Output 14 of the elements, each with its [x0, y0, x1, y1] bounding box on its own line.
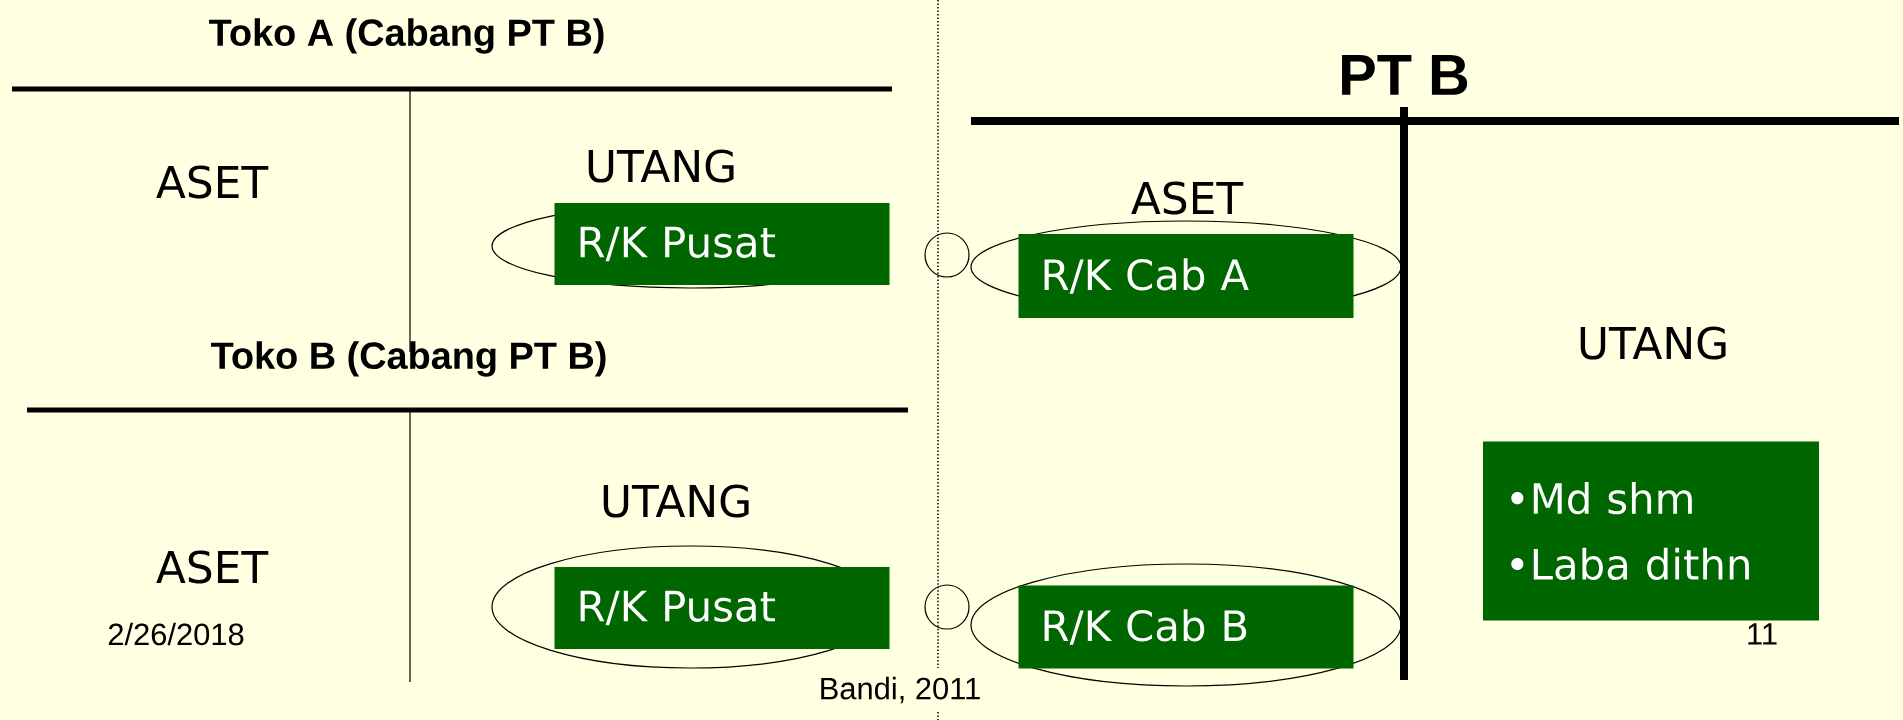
- account-box: R/K Cab B: [1018, 585, 1354, 669]
- footer-text: 2/26/2018: [108, 622, 244, 646]
- heading: Toko B (Cabang PT B): [211, 341, 606, 377]
- account-box: R/K Cab A: [1018, 234, 1354, 318]
- account-box: R/K Pusat: [554, 203, 890, 285]
- heading: PT B: [1342, 55, 1468, 95]
- column-label: UTANG: [1580, 326, 1726, 360]
- column-label: UTANG: [603, 484, 749, 518]
- account-box: •Md shm •Laba dithn: [1483, 441, 1819, 621]
- column-label: ASET: [156, 165, 269, 199]
- footer-text: Bandi, 2011: [821, 676, 980, 704]
- account-box: R/K Pusat: [554, 567, 890, 649]
- column-label: ASET: [156, 550, 269, 584]
- heading: Toko A (Cabang PT B): [209, 18, 604, 54]
